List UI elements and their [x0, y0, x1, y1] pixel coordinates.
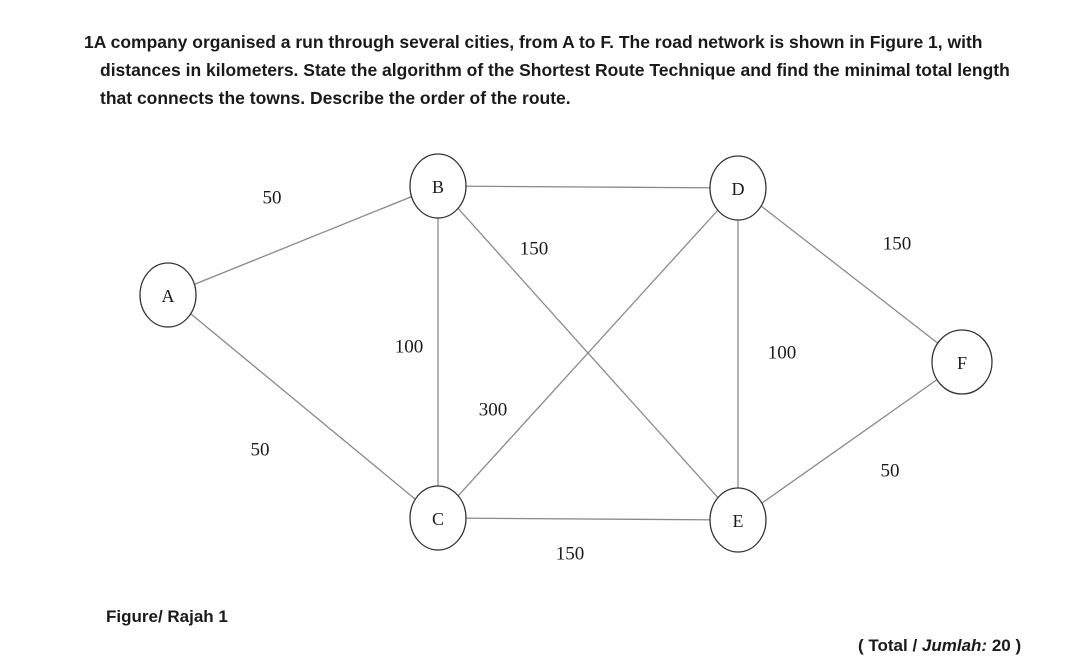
edge-b-d [437, 185, 739, 189]
edge-d-f [737, 187, 963, 363]
node-c: C [409, 485, 467, 551]
node-f: F [931, 329, 993, 395]
node-circle-e [709, 487, 767, 553]
weight-b-c: 100 [395, 337, 424, 358]
edge-c-e [437, 517, 739, 521]
edges-layer [167, 185, 963, 521]
node-label-d: D [732, 179, 745, 199]
node-b: B [409, 153, 467, 219]
question-line-1: 1A company organised a run through sever… [84, 32, 983, 52]
weight-d-e: 100 [768, 343, 797, 364]
node-label-e: E [733, 511, 744, 531]
weight-a-c: 50 [251, 440, 270, 461]
node-a: A [139, 262, 197, 328]
weight-b-e: 150 [520, 239, 549, 260]
figure-caption: Figure/ Rajah 1 [106, 607, 228, 626]
weight-d-f: 150 [883, 234, 912, 255]
node-label-c: C [432, 509, 444, 529]
question-text: 1A company organised a run through sever… [84, 28, 1044, 112]
total-marks: ( Total / Jumlah: 20 ) [858, 636, 1021, 656]
node-label-a: A [162, 286, 175, 306]
edge-e-f [737, 361, 963, 521]
question-line-3: that connects the towns. Describe the or… [100, 88, 571, 108]
edge-a-c [167, 294, 439, 519]
node-circle-a [139, 262, 197, 328]
weights-layer: 50 50 100 150 300 150 100 150 50 [251, 188, 912, 565]
weight-a-b: 50 [263, 188, 282, 209]
edge-a-b [167, 185, 439, 296]
node-circle-d [709, 155, 767, 221]
node-e: E [709, 487, 767, 553]
node-circle-b [409, 153, 467, 219]
weight-c-e: 150 [556, 544, 585, 565]
node-label-f: F [957, 353, 967, 373]
node-circle-f [931, 329, 993, 395]
node-label-b: B [432, 177, 444, 197]
weight-e-f: 50 [881, 461, 900, 482]
edge-c-d [437, 187, 739, 519]
total-word: Jumlah: [921, 636, 988, 655]
total-open: ( Total / [858, 636, 922, 655]
total-value: 20 ) [987, 636, 1022, 655]
node-d: D [709, 155, 767, 221]
nodes-layer: A B C D E F [139, 153, 993, 553]
weight-c-d: 300 [479, 400, 508, 421]
node-circle-c [409, 485, 467, 551]
question-line-2: distances in kilometers. State the algor… [100, 60, 1010, 80]
